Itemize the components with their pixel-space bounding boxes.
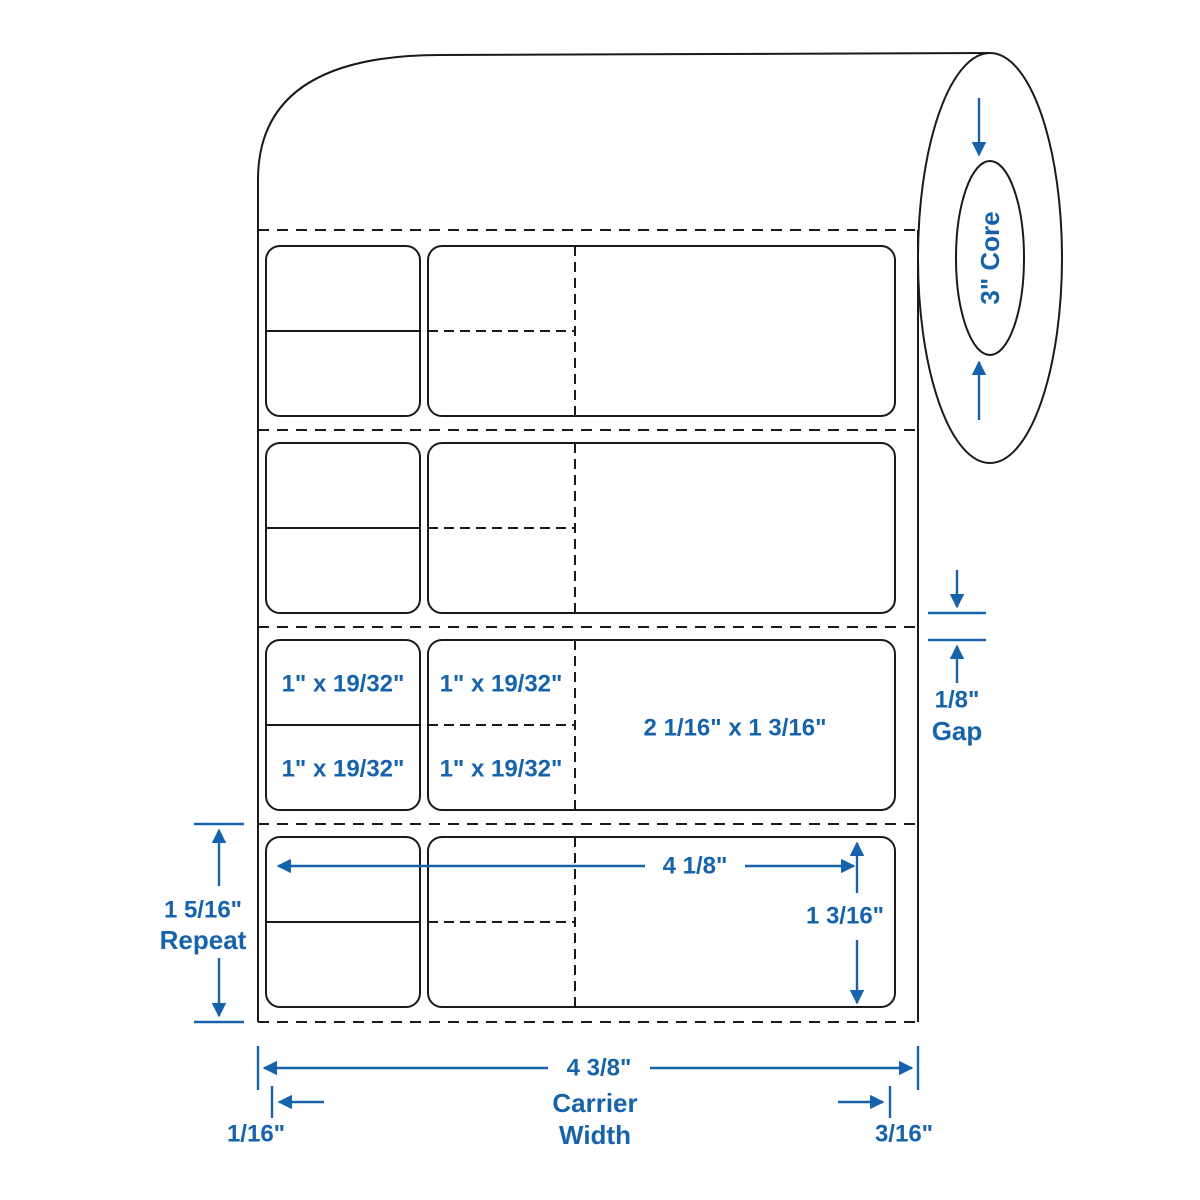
left-margin-dimension: 1/16" [227, 1086, 324, 1148]
small-section-size-label: 1" x 19/32" [282, 671, 405, 698]
gap-dimension: 1/8" Gap [928, 570, 986, 746]
label-row [265, 245, 896, 417]
label-width-dimension: 4 1/8" [276, 853, 856, 880]
label-width-value: 4 1/8" [663, 853, 728, 880]
carrier-width-label-line1: Carrier [552, 1088, 637, 1118]
label-row [265, 836, 896, 1008]
carrier-width-dimension: 4 3/8" Carrier Width [256, 1046, 920, 1150]
label-row [265, 442, 896, 614]
roll-core [955, 160, 1025, 356]
small-section-size-label: 1" x 19/32" [440, 671, 563, 698]
gap-value: 1/8" [935, 687, 980, 714]
roll-outline [257, 52, 991, 1022]
carrier-strip [258, 229, 919, 1023]
large-section-size-label: 2 1/16" x 1 3/16" [644, 715, 827, 742]
label-height-value: 1 3/16" [806, 903, 884, 930]
carrier-width-label-line2: Width [559, 1120, 631, 1150]
repeat-label: Repeat [160, 925, 247, 955]
gap-label: Gap [932, 716, 983, 746]
right-margin-dimension: 3/16" [838, 1086, 933, 1148]
repeat-dimension: 1 5/16" Repeat [160, 822, 247, 1024]
right-margin-value: 3/16" [875, 1121, 933, 1148]
left-margin-value: 1/16" [227, 1121, 285, 1148]
core-label: 3" Core [975, 211, 1005, 304]
label-height-dimension: 1 3/16" [806, 841, 884, 1005]
small-section-size-label: 1" x 19/32" [440, 756, 563, 783]
label-row: 1" x 19/32" 1" x 19/32" 1" x 19/32" 1" x… [265, 639, 896, 811]
small-section-size-label: 1" x 19/32" [282, 756, 405, 783]
carrier-width-value: 4 3/8" [567, 1055, 632, 1082]
roll: 3" Core [257, 52, 1063, 1022]
repeat-value: 1 5/16" [164, 897, 242, 924]
